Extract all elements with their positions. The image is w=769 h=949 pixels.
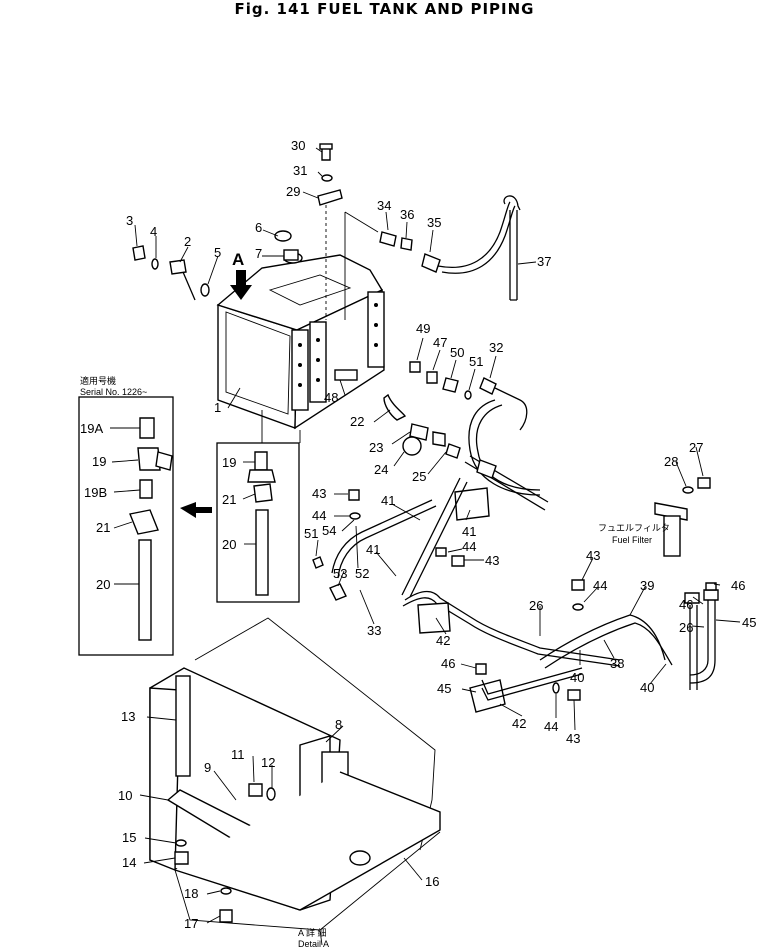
supply-hoses	[383, 393, 549, 511]
callout-15: 15	[122, 830, 136, 845]
callout-21: 21	[96, 520, 110, 535]
detail-note-jp: A 詳 細	[298, 927, 327, 938]
callout-50: 50	[450, 345, 464, 360]
view-arrow-label: A	[232, 250, 244, 269]
view-arrow-a: A	[230, 250, 252, 300]
callout-47: 47	[433, 335, 447, 350]
callout-30: 30	[291, 138, 305, 153]
callout-13: 13	[121, 709, 135, 724]
tank-fittings	[409, 361, 528, 431]
callout-46-b: 46	[731, 578, 745, 593]
callout-2: 2	[184, 234, 191, 249]
callout-39: 39	[640, 578, 654, 593]
tank-cradle	[149, 617, 441, 946]
callout-16: 16	[425, 874, 439, 889]
serial-note-jp: 適用号機	[80, 375, 116, 386]
callout-22: 22	[350, 414, 364, 429]
callout-19A: 19A	[80, 421, 103, 436]
callout-41-b: 41	[462, 524, 476, 539]
callout-33: 33	[367, 623, 381, 638]
callout-41-c: 41	[366, 542, 380, 557]
callout-48: 48	[324, 390, 338, 405]
fuel-filter-note-jp: フュエルフィルタ	[598, 523, 670, 533]
callout-6: 6	[255, 220, 262, 235]
callout-36: 36	[400, 207, 414, 222]
callout-9: 9	[204, 760, 211, 775]
callout-43-b: 43	[485, 553, 499, 568]
callout-20: 20	[96, 577, 110, 592]
callout-43-c: 43	[586, 548, 600, 563]
callout-21-detail: 21	[222, 492, 236, 507]
callout-41-a: 41	[381, 493, 395, 508]
callout-29: 29	[286, 184, 300, 199]
callout-26-b: 26	[679, 620, 693, 635]
callout-8: 8	[335, 717, 342, 732]
figure-title: Fig. 141 FUEL TANK AND PIPING	[234, 0, 535, 18]
gauge-parts	[132, 230, 299, 301]
callout-5: 5	[214, 245, 221, 260]
fuel-tank	[216, 252, 385, 430]
callout-20-detail: 20	[222, 537, 236, 552]
callout-44-c: 44	[593, 578, 607, 593]
callout-12: 12	[261, 755, 275, 770]
callout-44-d: 44	[544, 719, 558, 734]
callout-11: 11	[231, 747, 245, 762]
cover-plate-group	[317, 143, 379, 320]
callout-40-a: 40	[570, 670, 584, 685]
callout-3: 3	[126, 213, 133, 228]
callout-numbers: 30 31 29 3 4 2 6 7 5 34 36 35 37 1 49 47…	[80, 138, 756, 931]
callout-19: 19	[92, 454, 106, 469]
callout-45-b: 45	[437, 681, 451, 696]
callout-26-a: 26	[529, 598, 543, 613]
callout-7: 7	[255, 246, 262, 261]
callout-42-b: 42	[512, 716, 526, 731]
callout-37: 37	[537, 254, 551, 269]
callout-18: 18	[184, 886, 198, 901]
serial-detail-box	[78, 396, 174, 656]
callout-42-a: 42	[436, 633, 450, 648]
callout-43-d: 43	[566, 731, 580, 746]
callout-4: 4	[150, 224, 157, 239]
callout-25: 25	[412, 469, 426, 484]
callout-35: 35	[427, 215, 441, 230]
leader-lines	[110, 147, 741, 924]
callout-54: 54	[322, 523, 336, 538]
hose-clamp-assembly	[312, 477, 621, 667]
callout-46-a: 46	[679, 597, 693, 612]
callout-52: 52	[355, 566, 369, 581]
callout-19-detail: 19	[222, 455, 236, 470]
callout-44-b: 44	[462, 539, 476, 554]
serial-note-en: Serial No. 1226~	[80, 387, 147, 397]
callout-46-c: 46	[441, 656, 455, 671]
callout-53: 53	[333, 566, 347, 581]
callout-28: 28	[664, 454, 678, 469]
main-detail-box	[216, 442, 300, 603]
callout-10: 10	[118, 788, 132, 803]
return-pipe-group	[379, 195, 521, 301]
fuel-filter-note-en: Fuel Filter	[612, 535, 652, 545]
callout-19B: 19B	[84, 485, 107, 500]
callout-27: 27	[689, 440, 703, 455]
callout-23: 23	[369, 440, 383, 455]
callout-43-a: 43	[312, 486, 326, 501]
filter-hose-group	[469, 477, 719, 713]
callout-32: 32	[489, 340, 503, 355]
callout-44-a: 44	[312, 508, 326, 523]
callout-34: 34	[377, 198, 391, 213]
callout-17: 17	[184, 916, 198, 931]
callout-24: 24	[374, 462, 388, 477]
callout-31: 31	[293, 163, 307, 178]
callout-51-b: 51	[304, 526, 318, 541]
detail-note-en: Detail A	[298, 939, 329, 949]
callout-1: 1	[214, 400, 221, 415]
callout-14: 14	[122, 855, 136, 870]
detail-pointer-arrow	[180, 502, 212, 518]
callout-51: 51	[469, 354, 483, 369]
callout-49: 49	[416, 321, 430, 336]
callout-40-b: 40	[640, 680, 654, 695]
callout-45-a: 45	[742, 615, 756, 630]
callout-38: 38	[610, 656, 624, 671]
